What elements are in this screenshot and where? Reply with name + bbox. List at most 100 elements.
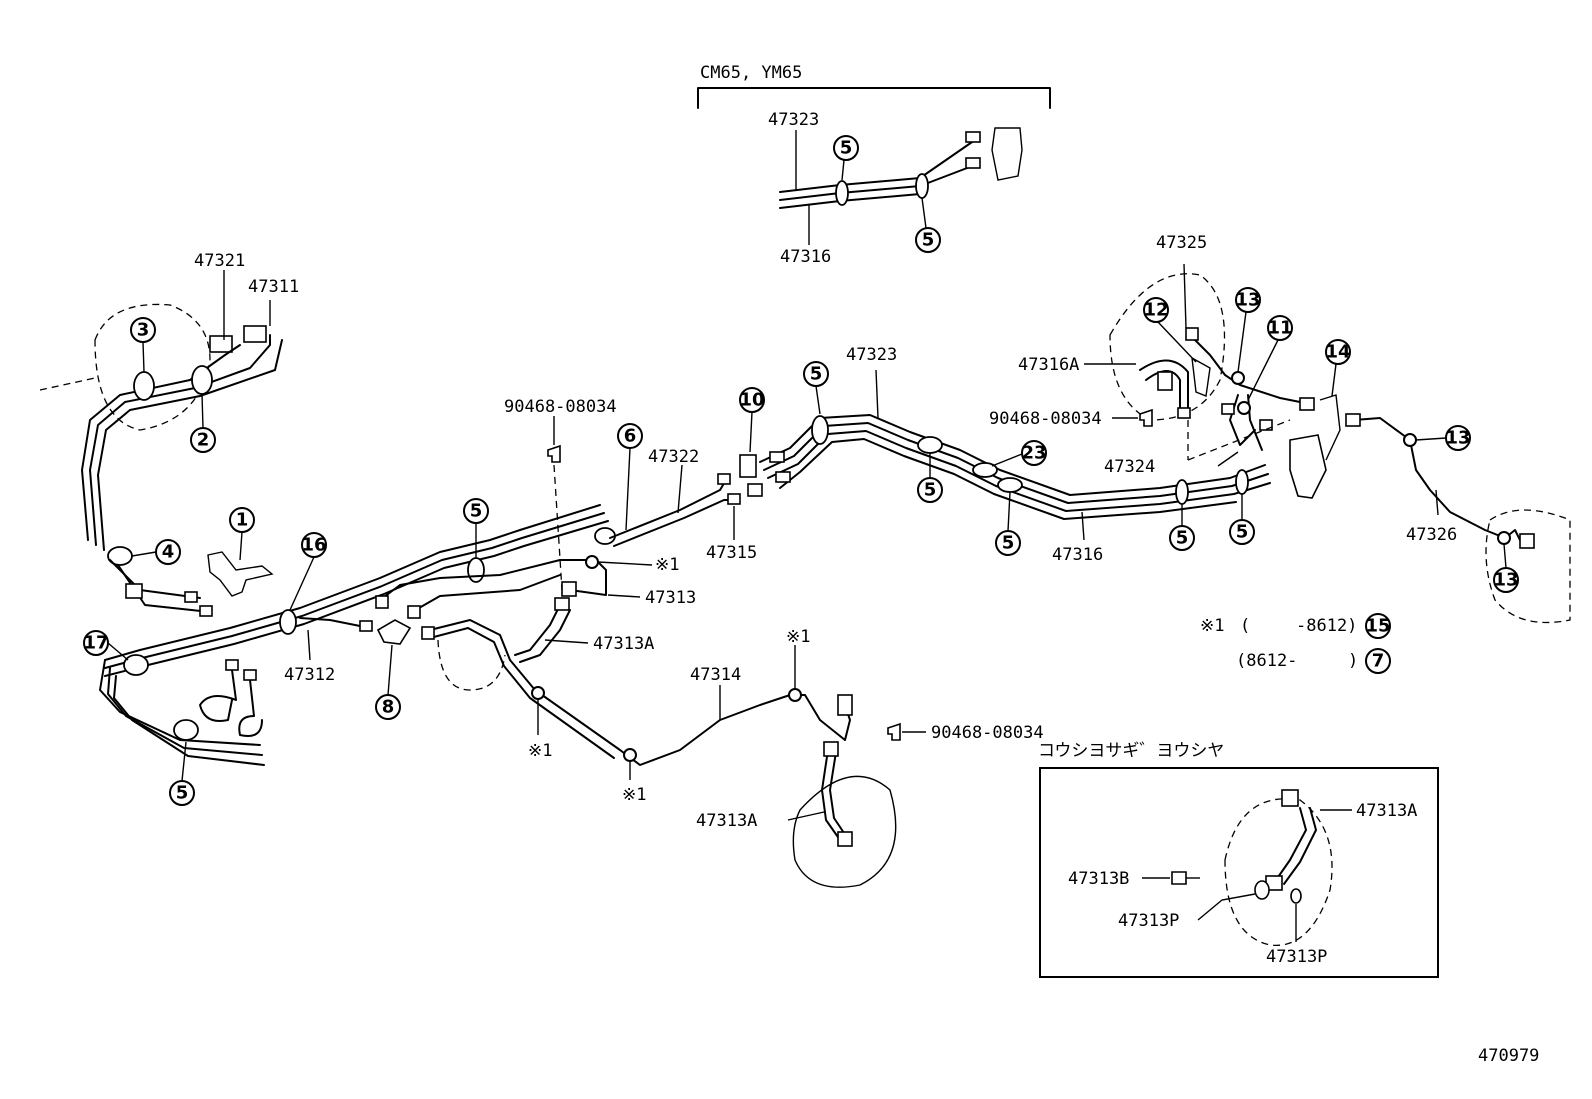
valve-outline [991, 127, 1023, 181]
leader [597, 561, 653, 566]
bracket-12 [1191, 356, 1211, 397]
joint-marker [1231, 371, 1245, 385]
inset-group: コウシヨサギ゛ヨウシヤ 47313A 47313B 47313P 47313P [1038, 741, 1439, 978]
leader [1217, 451, 1239, 467]
part-47314: 47314 [690, 665, 741, 685]
leader [1435, 489, 1439, 516]
flex-hose [829, 751, 847, 837]
callout-label: 5 [924, 480, 937, 501]
fitting [1185, 327, 1199, 341]
callout-23 [1021, 440, 1047, 466]
leader [1247, 339, 1279, 401]
fitting [1299, 397, 1315, 411]
leader [201, 393, 204, 429]
callout-label: 4 [162, 542, 175, 563]
tube-47314 [429, 619, 851, 766]
tube-clamp [467, 557, 485, 583]
tube [99, 659, 261, 746]
leader [289, 556, 315, 611]
part-47315: 47315 [706, 543, 757, 563]
drum-outline [792, 775, 897, 888]
mark-1a: ※1 [655, 555, 679, 575]
tube [379, 559, 591, 601]
bolt-head [1171, 871, 1187, 885]
tube [411, 574, 561, 613]
tube [609, 479, 727, 539]
note-range-2: (8612- [1236, 651, 1297, 671]
leader [991, 453, 1023, 467]
tube [569, 561, 607, 596]
junction-8 [376, 619, 412, 645]
leader [1197, 893, 1256, 921]
part-47316-mid: 47316 [1052, 545, 1103, 565]
callout-label: 5 [1176, 528, 1189, 549]
fitting [1345, 413, 1361, 427]
leader [787, 811, 825, 821]
leader [921, 197, 927, 229]
bracket-group: 1 [207, 507, 274, 597]
note-range-1: -8612) [1296, 616, 1357, 636]
callout-label: 5 [1002, 533, 1015, 554]
callout-5 [915, 227, 941, 253]
part-47323-mid: 47323 [846, 345, 897, 365]
centerline [39, 377, 96, 391]
part-47323-top: 47323 [768, 110, 819, 130]
callout-12 [1143, 297, 1169, 323]
tube-clamp [123, 654, 149, 676]
coil-tube [199, 669, 237, 722]
flex-hose [1283, 807, 1317, 885]
callout-13 [1235, 287, 1261, 313]
wheel-outline [1224, 798, 1333, 946]
mark-1d: ※1 [786, 627, 810, 647]
master-cylinder-port [243, 325, 267, 343]
dashed-guide [553, 464, 563, 591]
tube [779, 164, 976, 201]
leader [607, 594, 641, 598]
tube [113, 675, 265, 766]
part-90468-c: 90468-08034 [989, 409, 1102, 429]
leader [1331, 363, 1337, 397]
callout-label: 3 [137, 320, 150, 341]
callout-label: 5 [470, 501, 483, 522]
fitting [359, 620, 373, 632]
part-47321: 47321 [194, 251, 245, 271]
tube [107, 667, 263, 756]
part-47324: 47324 [1104, 457, 1155, 477]
inset-title: コウシヨサギ゛ヨウシヤ [1038, 741, 1224, 761]
fitting [407, 605, 421, 619]
mark-1b: ※1 [528, 741, 552, 761]
leader [387, 644, 393, 696]
fitting [1281, 789, 1299, 807]
callout-label: 17 [83, 633, 108, 654]
callout-14 [1325, 339, 1351, 365]
part-47313A-low: 47313A [696, 811, 757, 831]
fitting [1221, 403, 1235, 415]
fitting [747, 483, 763, 497]
leader [544, 639, 589, 644]
part-47313: 47313 [645, 588, 696, 608]
tube [104, 520, 609, 677]
callout-label: 5 [840, 138, 853, 159]
dashed-guide [1187, 419, 1291, 461]
callout-label: 6 [624, 426, 637, 447]
fitting [717, 473, 731, 485]
leader [1157, 321, 1197, 363]
tube [117, 564, 211, 613]
leader [1007, 491, 1011, 532]
coil-tube [238, 679, 263, 737]
joint-marker [1237, 401, 1251, 415]
booster-outline [94, 303, 211, 431]
tube [1194, 339, 1301, 403]
fitting [965, 131, 981, 143]
tube-clamp [279, 609, 297, 635]
leader [1503, 543, 1507, 569]
callout-label: 15 [1365, 616, 1390, 637]
bracket-1 [207, 551, 274, 597]
diagram-code: 470979 [1478, 1046, 1539, 1066]
callout-label: 5 [922, 230, 935, 251]
prop-valve [1289, 434, 1327, 499]
variant-group: CM65, YM65 47323 47316 5 5 [697, 63, 1051, 267]
wheel-outline [1485, 509, 1571, 624]
flex-hose [821, 749, 841, 841]
